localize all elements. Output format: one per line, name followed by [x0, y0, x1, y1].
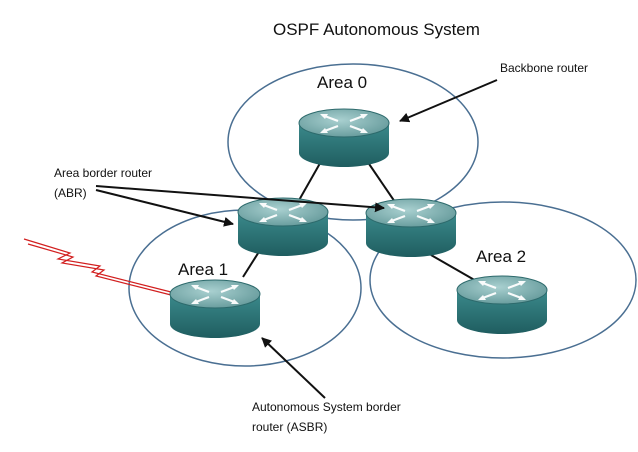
arrow-backbone — [399, 79, 498, 123]
area2-label: Area 2 — [476, 247, 527, 266]
diagram-title: OSPF Autonomous System — [273, 20, 480, 39]
area2-router — [455, 274, 549, 336]
arrow-asbr — [261, 337, 326, 399]
area0-label: Area 0 — [317, 73, 368, 92]
abr-label-line1: Area border router — [54, 166, 153, 180]
backbone-router — [297, 107, 391, 169]
area1-label: Area 1 — [178, 260, 229, 279]
backbone-router-label: Backbone router — [500, 61, 589, 75]
external-link-2 — [27, 243, 176, 297]
area0-boundary — [227, 63, 479, 221]
link-backbone-abr2 — [364, 157, 396, 203]
asbr-router — [168, 278, 262, 340]
asbr-label-line1: Autonomous System border — [252, 400, 401, 414]
link-abr2-area2 — [430, 254, 479, 283]
link-backbone-abr1 — [297, 157, 324, 203]
external-link — [23, 238, 176, 294]
asbr-label-line2: router (ASBR) — [252, 420, 328, 434]
abr-label-line2: (ABR) — [54, 186, 87, 200]
area2-boundary — [369, 201, 637, 359]
abr-router-1 — [236, 196, 330, 258]
arrow-abr-2 — [95, 185, 385, 213]
arrow-abr-1 — [95, 189, 234, 227]
